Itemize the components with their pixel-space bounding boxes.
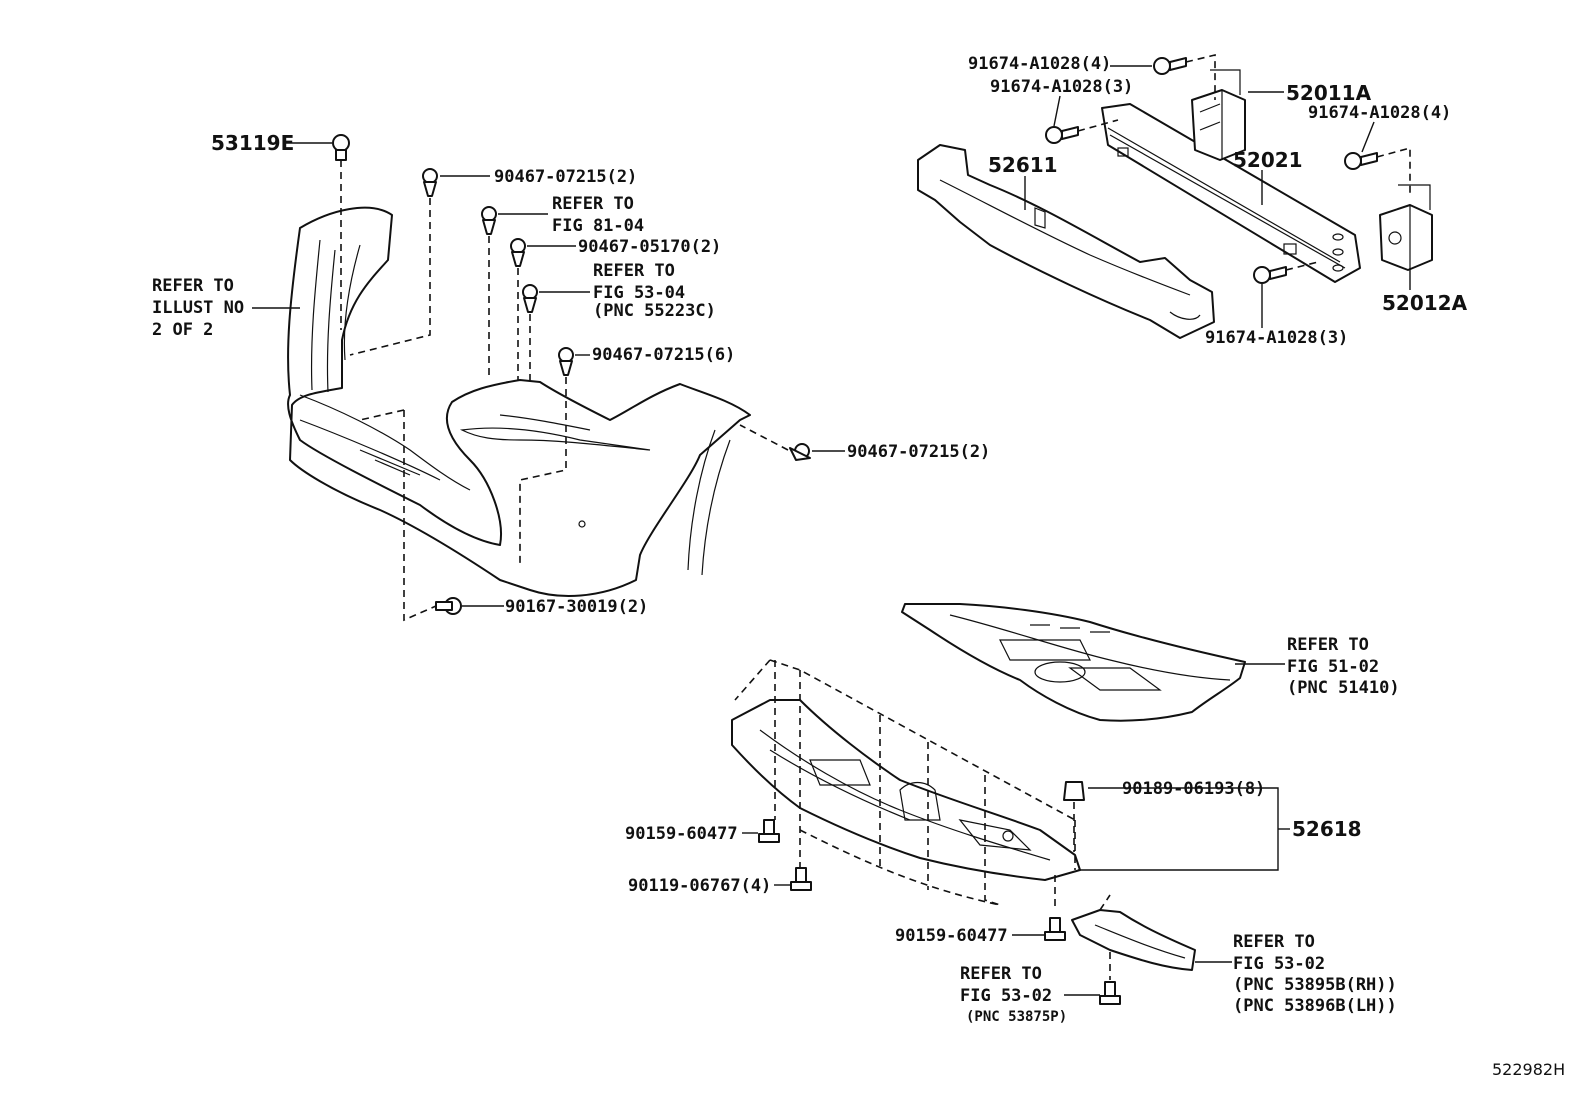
bolt-91674-3b-icon: [1253, 266, 1287, 284]
label-90159-60477-a: 90159-60477: [625, 824, 738, 844]
label-refer-8104-line2: FIG 81-04: [552, 216, 644, 236]
label-refer-5302b-line2: FIG 53-02: [960, 986, 1052, 1006]
clip-90467-07215-a-icon: [422, 168, 438, 197]
label-91674-a1028-4b: 91674-A1028(4): [1308, 103, 1451, 123]
reinforcement-52021: [1101, 103, 1361, 283]
label-90167-30019: 90167-30019(2): [505, 597, 648, 617]
label-refer-5102-line2: FIG 51-02: [1287, 657, 1379, 677]
label-91674-a1028-3b: 91674-A1028(3): [1205, 328, 1348, 348]
lower-cover-52618: [731, 699, 1081, 881]
clip-refer-8104-icon: [481, 206, 497, 235]
label-52012a: 52012A: [1382, 291, 1468, 315]
label-refer-8104-line1: REFER TO: [552, 194, 634, 214]
label-refer-5102-line3: (PNC 51410): [1287, 678, 1400, 698]
label-90159-60477-b: 90159-60477: [895, 926, 1008, 946]
label-refer-illust-line3: 2 OF 2: [152, 320, 213, 340]
label-refer-5302a-line1: REFER TO: [1233, 932, 1315, 952]
label-refer-5302a-line4: (PNC 53896B(LH)): [1233, 996, 1397, 1016]
label-90119-06767: 90119-06767(4): [628, 876, 771, 896]
bolt-91674-4b-icon: [1344, 152, 1378, 170]
screw-90167-30019-icon: [435, 597, 462, 615]
label-refer-5304-line3: (PNC 55223C): [593, 301, 716, 321]
leader-lines: [252, 65, 1411, 996]
clip-90189-icon: [1063, 781, 1085, 801]
absorber-52611: [917, 144, 1215, 339]
label-refer-illust-line2: ILLUST NO: [152, 298, 244, 318]
label-53119e: 53119E: [211, 131, 294, 155]
bolt-90159-b-icon: [1044, 917, 1066, 941]
bracket-52012a: [1379, 184, 1433, 271]
label-91674-a1028-3a: 91674-A1028(3): [990, 77, 1133, 97]
splash-shield: [1071, 894, 1196, 971]
label-refer-5102-line1: REFER TO: [1287, 635, 1369, 655]
label-refer-5302a-line3: (PNC 53895B(RH)): [1233, 975, 1397, 995]
bolt-53875p-icon: [1099, 981, 1121, 1005]
diagram-id: 522982H: [1492, 1060, 1565, 1079]
bracket-52011a: [1191, 69, 1246, 161]
label-refer-5304-line1: REFER TO: [593, 261, 675, 281]
lower-cover-fasteners: [758, 781, 1121, 1005]
label-90467-07215-2b: 90467-07215(2): [847, 442, 990, 462]
label-52618: 52618: [1292, 817, 1362, 841]
clip-90467-07215-6-icon: [558, 347, 574, 376]
bolt-90159-a-icon: [758, 819, 780, 843]
label-52021: 52021: [1233, 148, 1303, 172]
clip-90467-05170-icon: [510, 238, 526, 267]
lower-cover-dashes: [734, 659, 1076, 910]
clip-53119e-icon: [332, 134, 350, 161]
label-52011a: 52011A: [1286, 81, 1372, 105]
label-refer-5304-line2: FIG 53-04: [593, 283, 685, 303]
label-91674-a1028-4a: 91674-A1028(4): [968, 54, 1111, 74]
label-refer-illust-line1: REFER TO: [152, 276, 234, 296]
engine-under-cover: [901, 603, 1246, 722]
bolt-91674-4a-icon: [1153, 57, 1187, 75]
label-90189-06193: 90189-06193(8): [1122, 779, 1265, 799]
bumper-fasteners: [332, 134, 811, 622]
label-refer-5302b-line3: (PNC 53875P): [966, 1009, 1067, 1025]
bolt-91674-3a-icon: [1045, 126, 1079, 144]
label-90467-07215-6: 90467-07215(6): [592, 345, 735, 365]
label-refer-5302b-line1: REFER TO: [960, 964, 1042, 984]
label-90467-05170: 90467-05170(2): [578, 237, 721, 257]
clip-90467-07215-b-icon: [789, 443, 811, 461]
label-group: 53119E 90467-07215(2) REFER TO FIG 81-04…: [152, 54, 1565, 1079]
label-90467-07215-2a: 90467-07215(2): [494, 167, 637, 187]
bolt-90119-icon: [790, 867, 812, 891]
reinforcement-fasteners: [1045, 53, 1411, 284]
label-refer-5302a-line2: FIG 53-02: [1233, 954, 1325, 974]
clip-55223c-icon: [522, 284, 538, 313]
label-52611: 52611: [988, 153, 1058, 177]
